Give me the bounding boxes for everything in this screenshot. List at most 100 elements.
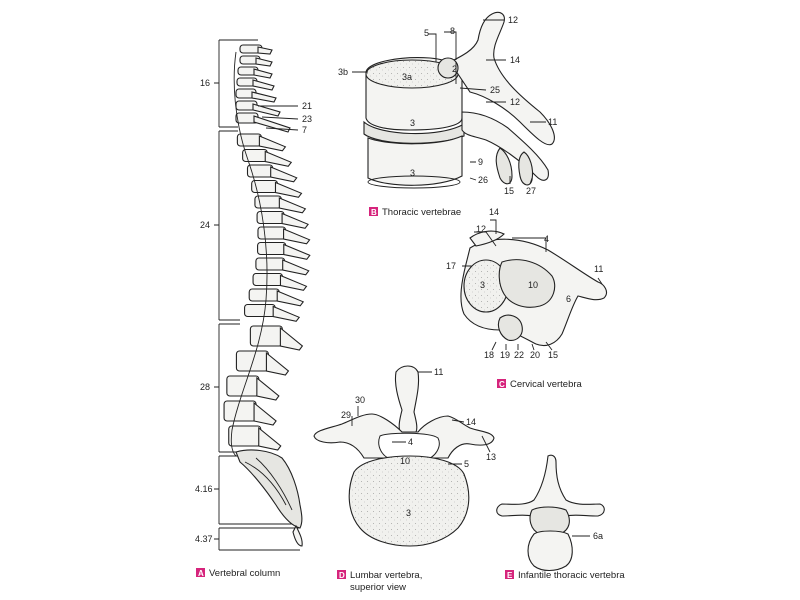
label-b-9: 9 — [478, 157, 483, 167]
thoracic-vertebra-process — [278, 197, 307, 214]
badge-b — [369, 207, 378, 216]
badge-b-letter: B — [371, 208, 377, 217]
bracket-label-coccyx: 4.37 — [195, 534, 213, 544]
lumbar-vertebrae — [223, 325, 304, 451]
caption-b: Thoracic vertebrae — [382, 207, 461, 218]
label-c-22: 22 — [514, 350, 524, 360]
lumbar-vertebra-process — [258, 426, 282, 451]
label-d-14: 14 — [466, 417, 476, 427]
label-c-4: 4 — [544, 234, 549, 244]
label-c-20: 20 — [530, 350, 540, 360]
label-b-12-top: 12 — [508, 15, 518, 25]
thoracic-vertebra-process — [272, 305, 301, 322]
label-b-14: 14 — [510, 55, 520, 65]
caption-a: Vertebral column — [209, 568, 280, 579]
label-c-11: 11 — [594, 264, 603, 274]
label-c-12: 12 — [476, 224, 486, 234]
label-b-11: 11 — [548, 117, 557, 127]
label-b-5: 5 — [424, 28, 429, 38]
bracket-label-sacrum: 4.16 — [195, 484, 213, 494]
label-b-3a: 3a — [402, 72, 412, 82]
label-c-15: 15 — [548, 350, 558, 360]
badge-c-letter: C — [499, 380, 505, 389]
thoracic-vertebra-body — [256, 210, 285, 225]
bracket-label-cervical: 16 — [200, 78, 210, 88]
label-d-10: 10 — [400, 456, 410, 466]
panel-a-vertebral-column: 16 24 28 4.16 4.37 — [195, 39, 312, 579]
lumbar-vertebra-body — [235, 350, 269, 372]
panel-b-thoracic-vertebrae: 5 8 12 14 3b 3a 2 25 12 11 3 3 9 26 15 2… — [338, 11, 557, 218]
label-b-8: 8 — [450, 26, 455, 36]
label-b-3b: 3b — [338, 67, 348, 77]
thoracic-vertebra-body — [255, 257, 286, 271]
thoracic-vertebra-process — [270, 166, 298, 183]
lumbar-vertebra-body — [249, 325, 283, 347]
lumbar-vertebra-process — [253, 401, 277, 426]
badge-d-letter: D — [339, 571, 345, 580]
label-c-3: 3 — [480, 280, 485, 290]
bracket-label-thoracic: 24 — [200, 220, 210, 230]
caption-d-line1: Lumbar vertebra, — [350, 570, 422, 581]
lumbar-vertebra-process — [256, 376, 280, 401]
label-a-21: 21 — [302, 101, 312, 111]
label-e-6a: 6a — [593, 531, 603, 541]
label-d-30: 30 — [355, 395, 365, 405]
thoracic-vertebra-process — [274, 181, 303, 198]
label-d-11: 11 — [434, 367, 443, 377]
label-d-29: 29 — [341, 410, 351, 420]
thoracic-vertebra-process — [282, 259, 310, 276]
vertebral-column-drawing — [223, 44, 311, 547]
badge-e — [505, 570, 514, 579]
thoracic-vertebra-process — [283, 243, 311, 260]
lumbar-vertebra-process — [265, 351, 290, 376]
label-d-5: 5 — [464, 459, 469, 469]
lumbar-vertebra-process — [279, 326, 304, 351]
panel-e-infantile-thoracic-vertebra: 6a E Infantile thoracic vertebra — [496, 454, 625, 581]
lumbar-vertebra-body — [228, 425, 262, 447]
label-b-3-lower: 3 — [410, 168, 415, 178]
label-d-4: 4 — [408, 437, 413, 447]
thoracic-vertebra-process — [276, 290, 305, 307]
badge-e-letter: E — [507, 571, 513, 580]
label-c-6: 6 — [566, 294, 571, 304]
thoracic-vertebra-process — [283, 228, 311, 245]
caption-c: Cervical vertebra — [510, 379, 583, 390]
badge-c — [497, 379, 506, 388]
thoracic-vertebra-body — [252, 272, 284, 287]
badge-d — [337, 570, 346, 579]
label-b-2: 2 — [452, 64, 457, 74]
panel-c-cervical-vertebra: 14 12 4 17 11 3 10 6 18 19 22 20 15 C Ce… — [446, 207, 607, 390]
badge-a — [196, 568, 205, 577]
label-b-15: 15 — [504, 186, 514, 196]
label-c-10: 10 — [528, 280, 538, 290]
label-c-14: 14 — [489, 207, 499, 217]
caption-e: Infantile thoracic vertebra — [518, 570, 625, 581]
label-c-19: 19 — [500, 350, 510, 360]
thoracic-vertebrae — [236, 133, 311, 322]
badge-a-letter: A — [198, 569, 204, 578]
thoracic-vertebra-process — [279, 274, 308, 291]
label-a-7: 7 — [302, 125, 307, 135]
label-b-27: 27 — [526, 186, 536, 196]
label-b-12-mid: 12 — [510, 97, 520, 107]
label-c-17: 17 — [446, 261, 456, 271]
thoracic-vertebra-process — [258, 135, 287, 152]
thoracic-vertebra-body — [244, 303, 276, 318]
label-b-25: 25 — [490, 85, 500, 95]
thoracic-vertebra-body — [248, 288, 280, 302]
region-brackets: 16 24 28 4.16 4.37 — [195, 39, 300, 551]
lumbar-vertebra-body — [223, 400, 257, 422]
label-b-26: 26 — [478, 175, 488, 185]
thoracic-vertebra-process — [281, 212, 309, 229]
panel-d-lumbar-vertebra: 11 30 29 14 4 13 10 5 3 D Lumbar vertebr… — [313, 365, 496, 593]
thoracic-vertebra-body — [257, 241, 287, 256]
label-a-23: 23 — [302, 114, 312, 124]
label-d-3: 3 — [406, 508, 411, 518]
caption-d-line2: superior view — [350, 582, 406, 593]
label-b-3-upper: 3 — [410, 118, 415, 128]
label-d-13: 13 — [486, 452, 496, 462]
bracket-label-lumbar: 28 — [200, 382, 210, 392]
thoracic-vertebra-process — [264, 150, 293, 167]
label-c-18: 18 — [484, 350, 494, 360]
